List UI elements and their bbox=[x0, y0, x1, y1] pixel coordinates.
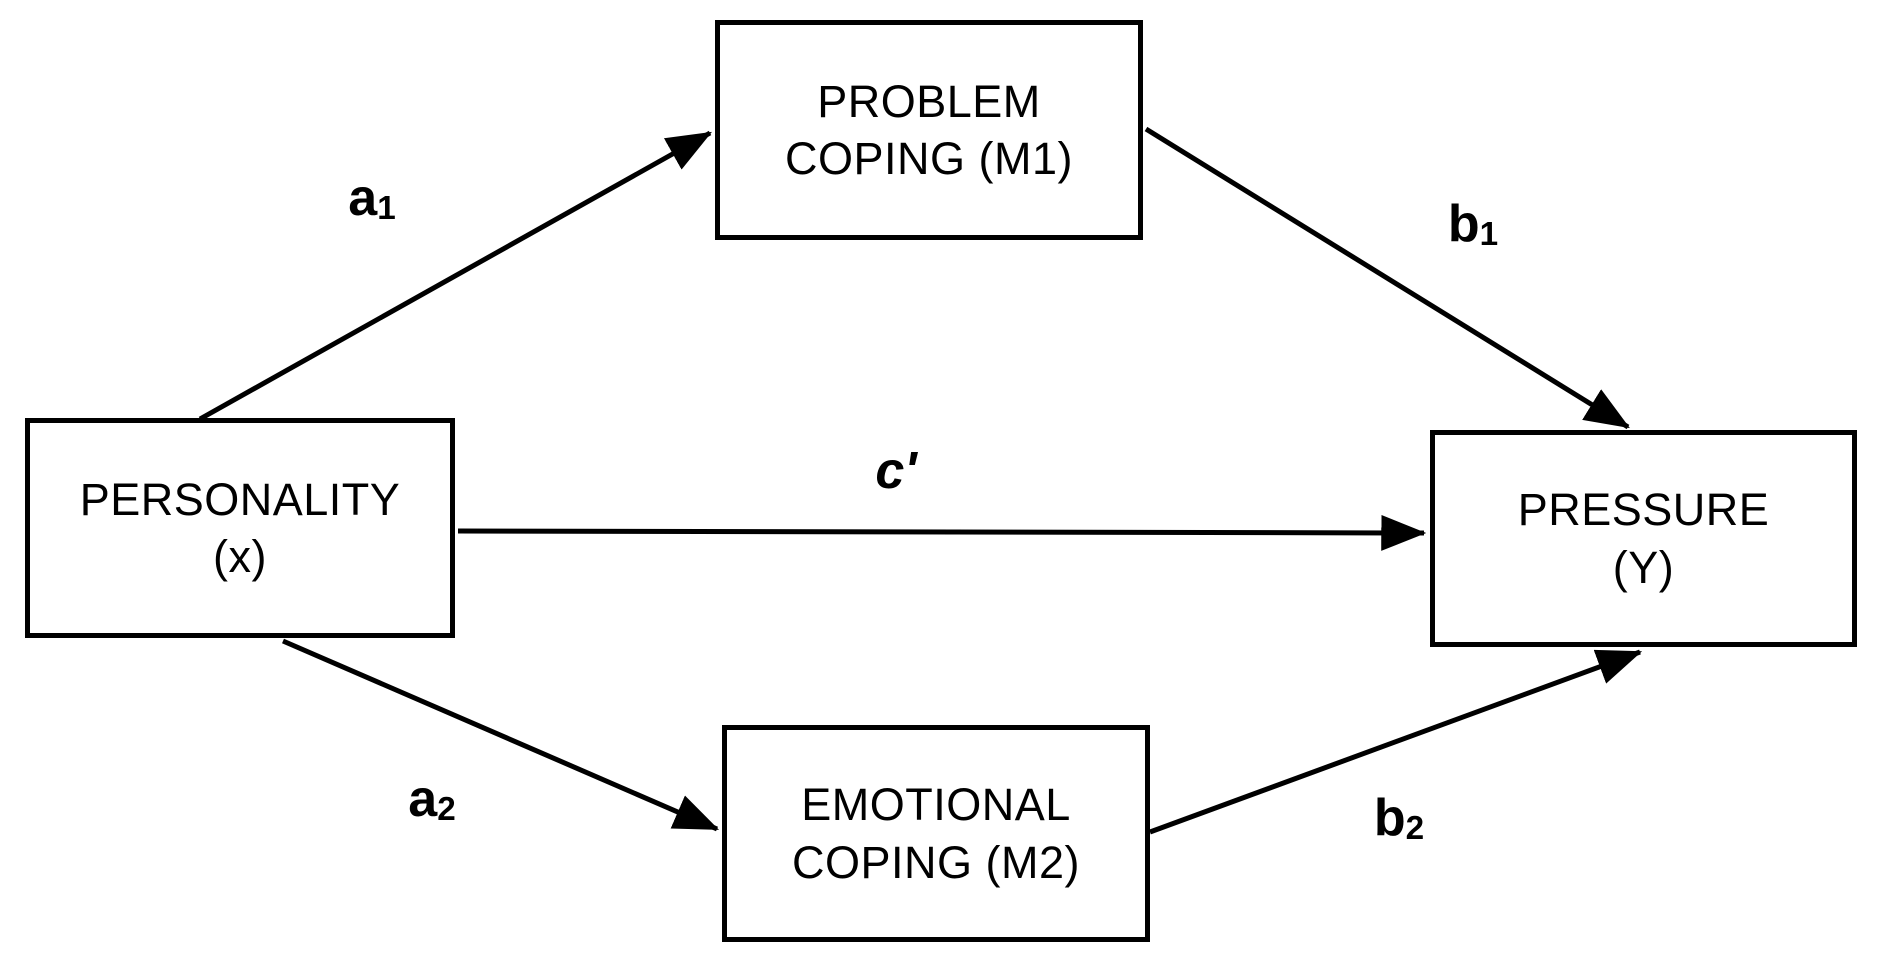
path-label-a2-base: a bbox=[408, 770, 438, 828]
path-label-a2: a2 bbox=[408, 769, 455, 829]
node-emotional-coping-line1: EMOTIONAL bbox=[801, 779, 1071, 831]
path-label-a1-base: a bbox=[348, 169, 378, 227]
path-label-b2-sub: 2 bbox=[1405, 809, 1425, 847]
node-pressure-line2: (Y) bbox=[1612, 541, 1675, 593]
node-pressure: PRESSURE (Y) bbox=[1430, 430, 1857, 647]
path-a2-arrow bbox=[282, 638, 720, 832]
path-label-b1-sub: 1 bbox=[1479, 215, 1499, 253]
path-b2-arrow bbox=[1149, 649, 1643, 835]
node-problem-coping: PROBLEM COPING (M1) bbox=[715, 20, 1143, 240]
path-label-a1-sub: 1 bbox=[377, 189, 396, 227]
path-label-a2-sub: 2 bbox=[437, 790, 456, 828]
path-label-b2-base: b bbox=[1373, 789, 1406, 847]
path-b1-arrow bbox=[1144, 126, 1630, 430]
node-problem-coping-line2: COPING (M1) bbox=[784, 133, 1073, 184]
node-problem-coping-line1: PROBLEM bbox=[817, 75, 1041, 127]
path-label-c-prime: c' bbox=[875, 441, 916, 501]
node-emotional-coping-line2: COPING (M2) bbox=[791, 836, 1080, 888]
path-label-c-prime-base: c' bbox=[875, 442, 917, 500]
path-label-a1: a1 bbox=[348, 168, 395, 228]
path-label-b2: b2 bbox=[1374, 788, 1424, 848]
path-label-b1-base: b bbox=[1447, 195, 1480, 253]
node-emotional-coping: EMOTIONAL COPING (M2) bbox=[722, 725, 1150, 942]
node-personality-line1: PERSONALITY bbox=[79, 473, 401, 525]
node-personality-line2: (x) bbox=[213, 531, 267, 582]
path-c-prime-arrow bbox=[457, 514, 1427, 551]
path-a1-arrow bbox=[198, 130, 712, 422]
path-label-b1: b1 bbox=[1448, 194, 1498, 254]
node-personality: PERSONALITY (x) bbox=[25, 418, 455, 638]
node-pressure-line1: PRESSURE bbox=[1517, 484, 1770, 536]
